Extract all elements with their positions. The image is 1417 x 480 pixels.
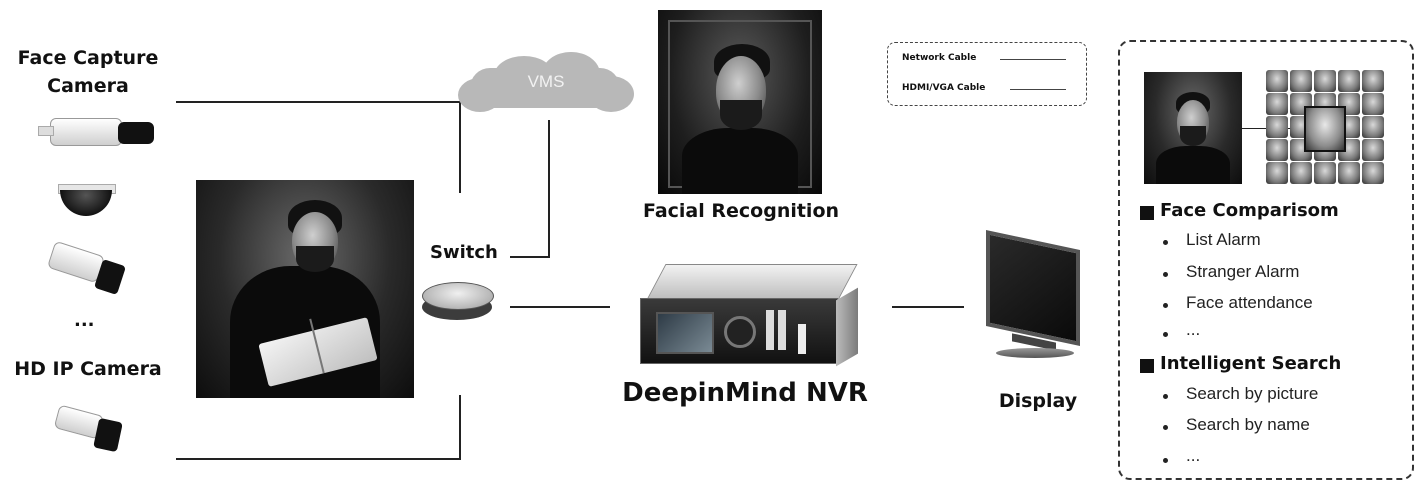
face-database-grid [1266,70,1384,184]
network-cable-line [1000,59,1066,60]
switch-to-nvr-wire [510,306,610,308]
face-capture-camera-label: Face Capture Camera [8,44,168,100]
switch-icon [422,280,494,322]
display-monitor-icon [982,230,1086,364]
nvr-to-display-wire [892,306,964,308]
face-comparison-more-item: ... [1186,320,1201,339]
vms-label: VMS [527,72,565,91]
face-capture-label-line2: Camera [47,75,129,97]
search-by-name-item: Search by name [1186,415,1310,434]
bullet-camera-icon [44,240,134,300]
bullet-icon [1163,425,1168,430]
bullet-icon [1163,303,1168,308]
face-capture-label-line1: Face Capture [17,47,159,69]
dome-camera-icon [54,184,118,220]
hdmi-vga-cable-line [1010,89,1066,90]
display-label: Display [998,390,1078,412]
box-camera-icon [38,112,158,156]
man-reading-photo [196,180,414,398]
face-comparison-heading: Face Comparisom [1160,200,1339,221]
vms-wire-down [548,120,550,258]
intelligent-search-square-icon [1140,359,1154,373]
network-cable-label: Network Cable [902,53,977,63]
camera-top-wire-drop [459,101,461,193]
matched-face-highlight [1304,106,1346,152]
stranger-alarm-item: Stranger Alarm [1186,262,1300,281]
nvr-device-icon [628,264,860,368]
hdmi-vga-cable-label: HDMI/VGA Cable [902,83,986,93]
face-attendance-item: Face attendance [1186,293,1313,312]
bullet-icon [1163,332,1168,337]
camera-top-wire [176,101,461,103]
intelligent-search-more-item: ... [1186,446,1201,465]
bullet-icon [1163,240,1168,245]
search-by-picture-item: Search by picture [1186,384,1319,403]
facial-recognition-label: Facial Recognition [642,200,840,222]
hd-ip-camera-icon [52,402,132,460]
camera-bottom-wire [176,458,461,460]
bullet-icon [1163,458,1168,463]
bullet-icon [1163,394,1168,399]
features-panel [1118,40,1414,480]
facial-recognition-photo [658,10,822,194]
vms-cloud-icon: VMS [458,52,634,120]
camera-ellipsis: ... [74,310,95,331]
hd-ip-camera-label: HD IP Camera [14,358,162,380]
face-comparison-square-icon [1140,206,1154,220]
nvr-label: DeepinMind NVR [622,378,868,408]
intelligent-search-heading: Intelligent Search [1160,353,1342,374]
list-alarm-item: List Alarm [1186,230,1261,249]
switch-label: Switch [430,242,498,263]
bullet-icon [1163,272,1168,277]
vms-wire-left [510,256,550,258]
query-face-photo [1144,72,1242,184]
cable-legend: Network Cable HDMI/VGA Cable [887,42,1087,106]
camera-bottom-wire-rise [459,395,461,460]
